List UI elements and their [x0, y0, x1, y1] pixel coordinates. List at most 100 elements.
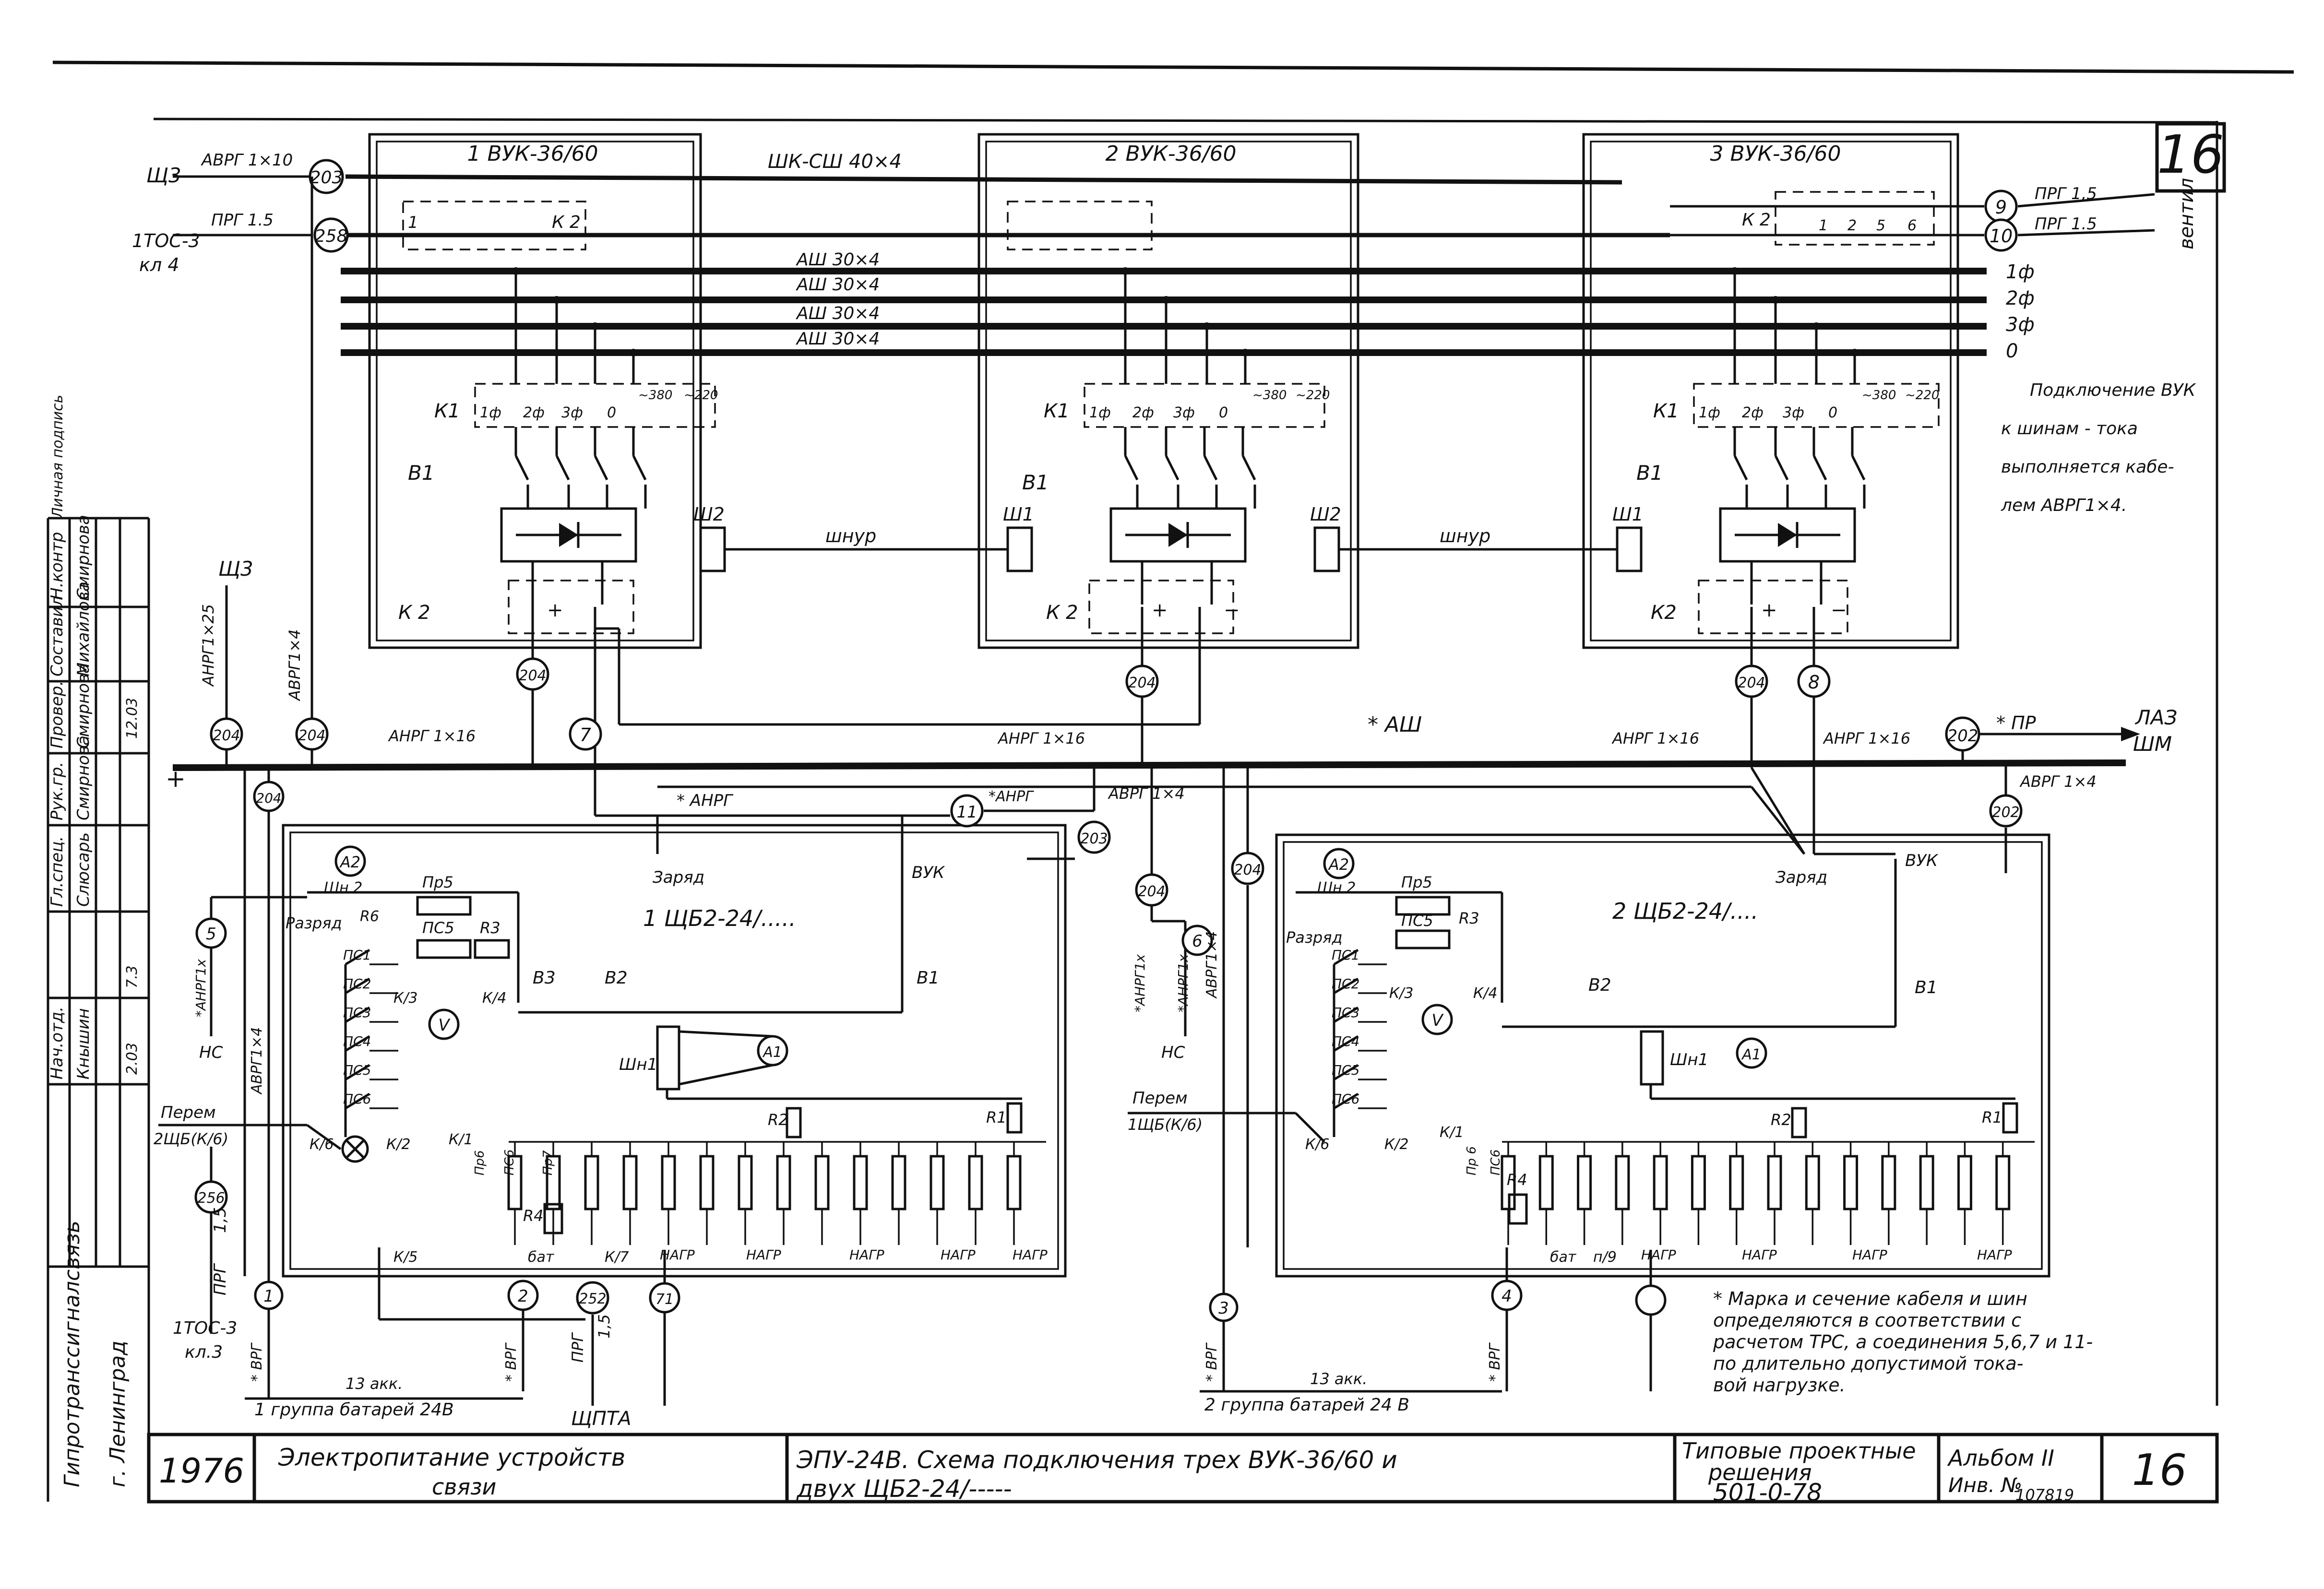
node-202: [1945, 716, 1980, 752]
node-204-a-label: 204: [213, 727, 240, 744]
panel-2-k3: К/3: [1389, 985, 1414, 1002]
node-8: [1797, 664, 1831, 698]
vuk2-t-380: ~380: [1252, 388, 1287, 403]
panel-1-vuk: ВУК: [912, 863, 945, 882]
panel-2-k4: К/4: [1473, 985, 1498, 1002]
vuk2-sh2-label: Ш2: [1310, 504, 1341, 525]
node-204-b-label: 204: [298, 727, 325, 744]
node-204-e-label: 204: [1234, 862, 1261, 878]
laz-label: ЛАЗ: [2134, 706, 2177, 729]
node-258-label: 258: [315, 226, 348, 246]
shpta-label: ЩПТА: [571, 1408, 632, 1430]
vuk-1-title: 1 ВУК-36/60: [467, 142, 598, 166]
panel-1-fuse-4: [661, 1155, 676, 1210]
panel-1-r3-label: R3: [480, 919, 501, 937]
vuk1-k2: К 2: [398, 602, 430, 624]
panel-1-r6: R6: [360, 908, 379, 925]
panel-2-fuse-5: [1691, 1155, 1706, 1210]
panel-1-perem2: 2ЩБ(К/6): [154, 1130, 228, 1148]
panel-1-b2: В2: [605, 968, 628, 988]
vuk2-t-2f: 2ф: [1132, 404, 1154, 421]
panel-2-shunt-shn1: [1640, 1030, 1664, 1086]
vuk2-sh1-label: Ш1: [1003, 504, 1034, 525]
title-name-2: связи: [432, 1474, 496, 1500]
panel-2-zaryad: Заряд: [1776, 868, 1827, 887]
vuk-unit-3: 3 ВУК-36/60: [1582, 133, 1959, 649]
panel-1-k2: К/2: [386, 1136, 411, 1153]
vuk1-t-1f: 1ф: [480, 404, 501, 421]
vuk-3-diode-icon: [1778, 523, 1797, 547]
node-3: [1209, 1293, 1239, 1322]
vuk-1-switch-1: [555, 455, 570, 481]
panel-2-contact-label-2: ПС3: [1332, 1005, 1359, 1020]
node-9-label: 9: [1995, 197, 2007, 218]
vuk3-k1: К1: [1653, 400, 1679, 422]
panel-1-contact-label-1: ПС2: [343, 976, 371, 992]
panel-1-nagr-3: НАГР: [941, 1247, 976, 1263]
cable-prg-10: ПРГ 1.5: [2035, 214, 2097, 234]
panel-2-perem: Перем: [1132, 1089, 1188, 1108]
panel-1-contact-0: [345, 949, 370, 966]
panel-1-r2-label: R2: [768, 1111, 788, 1129]
panel-2-fuse-8: [1805, 1155, 1820, 1210]
bus-label-1f: 1ф: [2006, 261, 2035, 283]
panel-1-pr7: Пр7: [541, 1150, 555, 1175]
node-10: [1984, 218, 2018, 252]
node-3-label: 3: [1218, 1299, 1229, 1318]
panel-2-voltmeter: [1421, 1004, 1453, 1035]
cord-label-2: шнур: [1440, 525, 1490, 546]
panel-1-shn1: Шн1: [619, 1055, 657, 1074]
panel-1-contact-5: [345, 1092, 370, 1110]
panel-1-nc: НС: [199, 1043, 223, 1062]
cable-prg-9: ПРГ 1,5: [2035, 184, 2097, 203]
panel-1-fuse-pr5: [416, 896, 472, 916]
panel-2-contact-5: [1333, 1092, 1359, 1110]
panel-2-r3-label: R3: [1459, 909, 1479, 927]
vuk2-sh1-connector: [1006, 526, 1033, 572]
node-204-vuk1: [516, 657, 549, 691]
album: Альбом II: [1947, 1445, 2054, 1471]
panel-1-fuse-5: [699, 1155, 715, 1210]
series-1: Типовые проектные: [1682, 1438, 1916, 1464]
panel-2-r1-label: R1: [1982, 1108, 2002, 1127]
panel-2-contact-3: [1333, 1035, 1359, 1052]
node-203-b-label: 203: [1080, 830, 1108, 847]
avrg-left: * ВРГ: [249, 1342, 265, 1382]
vuk1-b1: В1: [408, 461, 435, 485]
node-6: [1181, 925, 1213, 956]
org-city: г. Ленинград: [106, 1340, 130, 1487]
title-sheet-number: 16: [2132, 1445, 2187, 1495]
node-204-vuk3-label: 204: [1738, 675, 1765, 691]
panel-2-contact-0: [1333, 949, 1359, 966]
panel-1-a1-label: А1: [762, 1044, 782, 1061]
node-204-d-label: 204: [1138, 883, 1165, 900]
vuk3-t-3f: 3ф: [1783, 404, 1804, 421]
panel-2-contact-label-4: ПС5: [1332, 1062, 1359, 1078]
node-256-label: 256: [197, 1190, 225, 1207]
avrg4-left-vertical: АВРГ1×4: [249, 1027, 265, 1095]
node-204-vuk2-label: 204: [1128, 675, 1156, 691]
inventory-label: Инв. №: [1948, 1473, 2022, 1497]
node-202-label: 202: [1947, 726, 1978, 746]
panel-1-r1-label: R1: [986, 1108, 1007, 1127]
node-7: [569, 717, 602, 751]
node-203: [309, 159, 344, 194]
stamp-role-2: Гл.спец.: [48, 836, 67, 907]
stamp-name-2: Слюсарь: [74, 832, 93, 907]
vuk1-t-220: ~220: [684, 388, 718, 403]
panel-1-k1: К/1: [449, 1131, 473, 1148]
nagr-load-circle: [1635, 1284, 1667, 1316]
panel-2-fuse-11: [1919, 1155, 1934, 1210]
panel-2-r2: [1791, 1107, 1807, 1138]
panel-2-vuk: ВУК: [1905, 851, 1939, 870]
vuk3-t-1f: 1ф: [1699, 404, 1720, 421]
panel-1-fuse-2: [584, 1155, 599, 1210]
panel-2-r2-label: R2: [1771, 1111, 1791, 1129]
node-203-b: [1077, 820, 1111, 854]
remark-right: вентил: [2176, 178, 2198, 249]
title-name-1: Электропитание устройств: [278, 1444, 625, 1471]
pr-label: * ПР: [1996, 712, 2036, 734]
panel-2-fuse-1: [1538, 1155, 1554, 1210]
avrg-panel-2: * ВРГ: [1487, 1342, 1503, 1382]
node-5: [195, 917, 227, 949]
